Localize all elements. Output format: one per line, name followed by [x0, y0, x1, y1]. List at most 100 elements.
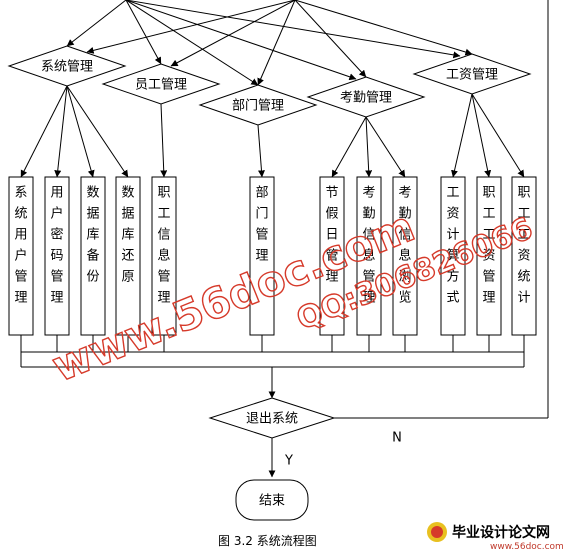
function-box	[44, 176, 70, 336]
function-label-char: 息	[362, 248, 375, 264]
function-label-char: 日	[325, 228, 338, 243]
function-label-char: 理	[482, 291, 495, 306]
function-label-char: 工	[482, 228, 495, 243]
module-sys-diamond	[7, 45, 127, 87]
function-label-char: 资	[446, 207, 459, 222]
function-label-char: 浏	[398, 269, 411, 285]
function-label-char: 职	[517, 186, 530, 201]
function-label-char: 管	[50, 270, 63, 285]
connector-lines	[20, 0, 549, 478]
function-label-char: 备	[86, 248, 99, 264]
function-label-char: 理	[362, 291, 375, 306]
function-label-char: 工	[517, 228, 530, 243]
yes-label: Y	[284, 454, 293, 469]
function-label-char: 算	[446, 249, 459, 264]
function-label-char: 数	[86, 186, 99, 201]
module-to-function-line	[451, 93, 473, 178]
function-label-char: 部	[255, 186, 268, 201]
start-to-wage-line	[125, 0, 461, 59]
module-wage-label: 工资管理	[446, 68, 498, 83]
function-label-char: 份	[86, 270, 99, 285]
module-to-function-line	[471, 93, 492, 178]
function-label-char: 统	[14, 207, 27, 222]
start-to-dept-line	[125, 0, 259, 86]
function-label-char: 管	[255, 228, 268, 243]
end-terminal	[235, 479, 309, 521]
function-label-char: 节	[325, 186, 338, 201]
function-label-char: 库	[86, 227, 99, 243]
function-label-char: 户	[50, 206, 63, 222]
function-label-char: 据	[121, 207, 134, 222]
function-box	[80, 176, 106, 336]
function-label-char: 理	[157, 291, 170, 306]
start2-to-att-line	[294, 0, 367, 78]
function-label-char: 勤	[398, 207, 411, 222]
start-to-emp-line	[125, 0, 162, 65]
function-label-char: 用	[50, 186, 63, 201]
function-label-char: 管	[362, 270, 375, 285]
function-label-char: 户	[14, 248, 27, 264]
module-sys-label: 系统管理	[41, 60, 93, 75]
module-to-function-line	[66, 85, 95, 178]
function-label-char: 理	[50, 291, 63, 306]
start2-to-sys-line	[86, 0, 296, 54]
function-label-char: 工	[157, 207, 170, 222]
function-label-char: 方	[446, 269, 459, 285]
logo-mark-icon	[427, 522, 447, 542]
function-label-char: 信	[362, 228, 375, 243]
module-to-function-line	[331, 116, 367, 178]
function-label-char: 工	[446, 186, 459, 201]
module-emp-label: 员工管理	[135, 78, 187, 93]
function-label-char: 息	[157, 248, 170, 264]
module-to-function-line	[160, 103, 168, 178]
function-label-char: 用	[14, 228, 27, 243]
function-box	[8, 176, 34, 336]
function-label-char: 理	[14, 291, 27, 306]
function-label-char: 计	[517, 291, 530, 306]
module-wage-diamond	[412, 53, 532, 95]
module-to-function-line	[257, 124, 265, 178]
end-label: 结束	[259, 494, 285, 509]
function-box	[392, 176, 418, 336]
function-box	[476, 176, 502, 336]
module-dept-label: 部门管理	[232, 99, 284, 114]
module-to-function-line	[365, 116, 373, 178]
function-box	[115, 176, 141, 336]
function-label-char: 资	[517, 249, 530, 264]
function-label-char: 信	[157, 228, 170, 243]
function-label-char: 码	[50, 249, 63, 264]
flowchart-labels: 系统管理员工管理部门管理考勤管理工资管理系统用户管理用户密码管理数据库备份数据库…	[14, 60, 530, 509]
function-label-char: 门	[255, 207, 268, 222]
decision-diamond	[208, 397, 336, 439]
start-to-sys-line	[66, 0, 127, 47]
function-label-char: 信	[398, 228, 411, 243]
function-label-char: 工	[517, 207, 530, 222]
module-att-label: 考勤管理	[340, 91, 392, 106]
function-box	[249, 176, 275, 336]
function-label-char: 职	[482, 186, 495, 201]
function-label-char: 勤	[362, 207, 375, 222]
decision-label: 退出系统	[246, 412, 298, 427]
function-label-char: 资	[482, 249, 495, 264]
function-label-char: 据	[86, 207, 99, 222]
function-label-char: 管	[157, 270, 170, 285]
function-box	[511, 176, 537, 336]
flowchart-shapes	[7, 45, 537, 521]
no-label: N	[392, 431, 402, 446]
module-emp-diamond	[101, 63, 221, 105]
logo-text: 毕业设计论文网	[452, 524, 550, 541]
function-label-char: 管	[14, 270, 27, 285]
function-box	[319, 176, 345, 336]
site-logo: 毕业设计论文网 www.56doc.com	[427, 522, 564, 552]
function-label-char: 计	[446, 228, 459, 243]
function-label-char: 假	[325, 207, 338, 222]
start2-to-dept-line	[257, 0, 296, 86]
function-label-char: 密	[50, 227, 63, 243]
function-label-char: 原	[121, 270, 134, 285]
function-label-char: 系	[14, 186, 27, 201]
start2-to-wage-line	[294, 0, 473, 56]
function-label-char: 考	[362, 186, 375, 201]
module-to-function-line	[20, 85, 68, 178]
function-label-char: 考	[398, 186, 411, 201]
